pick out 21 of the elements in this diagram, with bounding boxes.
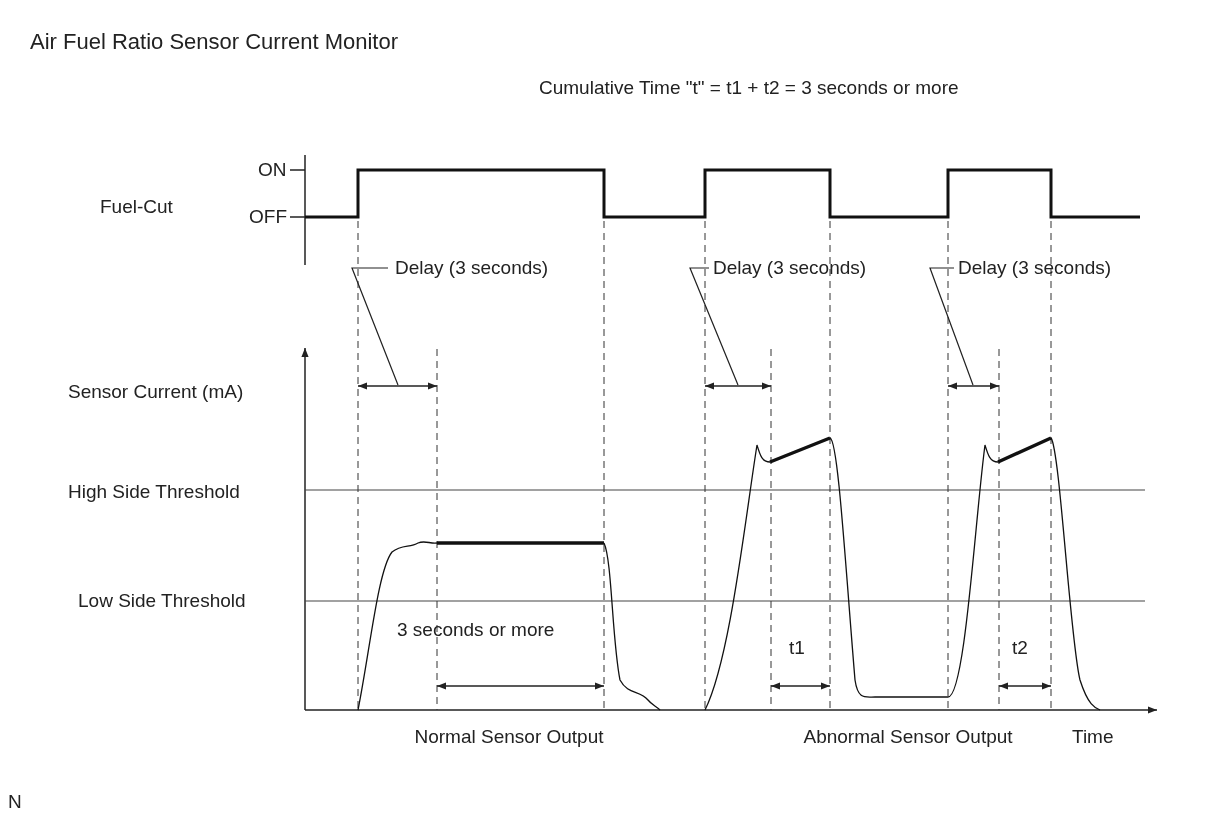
threshold-label: High Side Threshold [68,481,240,503]
figure-code: N [8,791,22,813]
duration-label: 3 seconds or more [397,619,555,641]
axis-title: Time [1072,726,1114,748]
diagram-title: Air Fuel Ratio Sensor Current Monitor [30,31,399,53]
threshold-label: Low Side Threshold [78,590,246,612]
delay-label: Delay (3 seconds) [713,257,867,279]
duration-label: t1 [789,637,805,659]
axis-tick-label: ON [258,159,287,181]
axis-tick-label: OFF [249,206,287,228]
section-caption: Abnormal Sensor Output [803,726,1013,748]
delay-label: Delay (3 seconds) [395,257,549,279]
duration-label: t2 [1012,637,1028,659]
delay-label: Delay (3 seconds) [958,257,1112,279]
section-caption: Normal Sensor Output [414,726,604,748]
leader-line [929,267,974,386]
signal-name: Fuel-Cut [100,196,173,218]
axis-title: Sensor Current (mA) [68,381,244,403]
leader-line [351,267,399,386]
formula-note: Cumulative Time "t" = t1 + t2 = 3 seconds or more [539,77,959,99]
leader-line [689,267,739,386]
